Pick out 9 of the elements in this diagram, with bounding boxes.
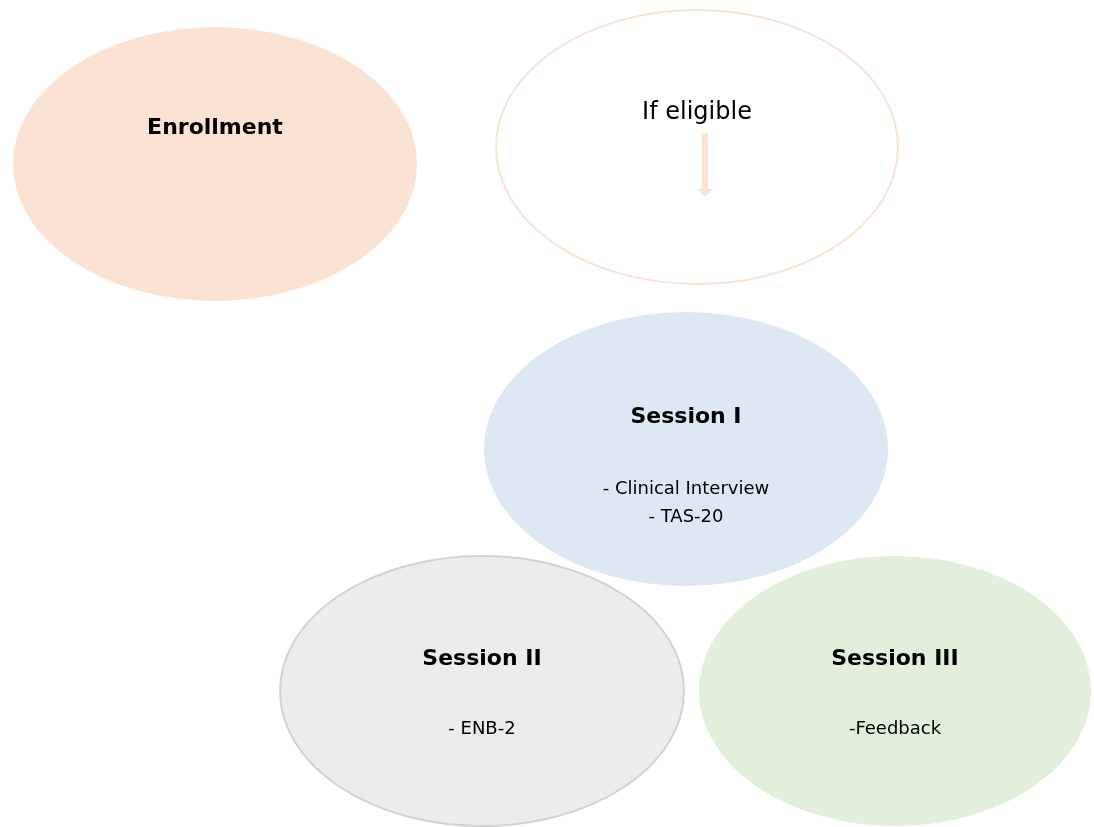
- condition-label: If eligible: [642, 97, 752, 125]
- activity-item: - Clinical Interview: [602, 477, 770, 498]
- activity-item: -Feedback: [848, 717, 942, 738]
- stage-title: Session I: [630, 403, 742, 428]
- activity-item: - TAS-20: [648, 505, 724, 526]
- activity-item: - ENB-2: [448, 717, 516, 738]
- stage-title: Session II: [422, 645, 542, 670]
- stage-title: Enrollment: [147, 114, 283, 139]
- stage-title: Session III: [831, 645, 959, 670]
